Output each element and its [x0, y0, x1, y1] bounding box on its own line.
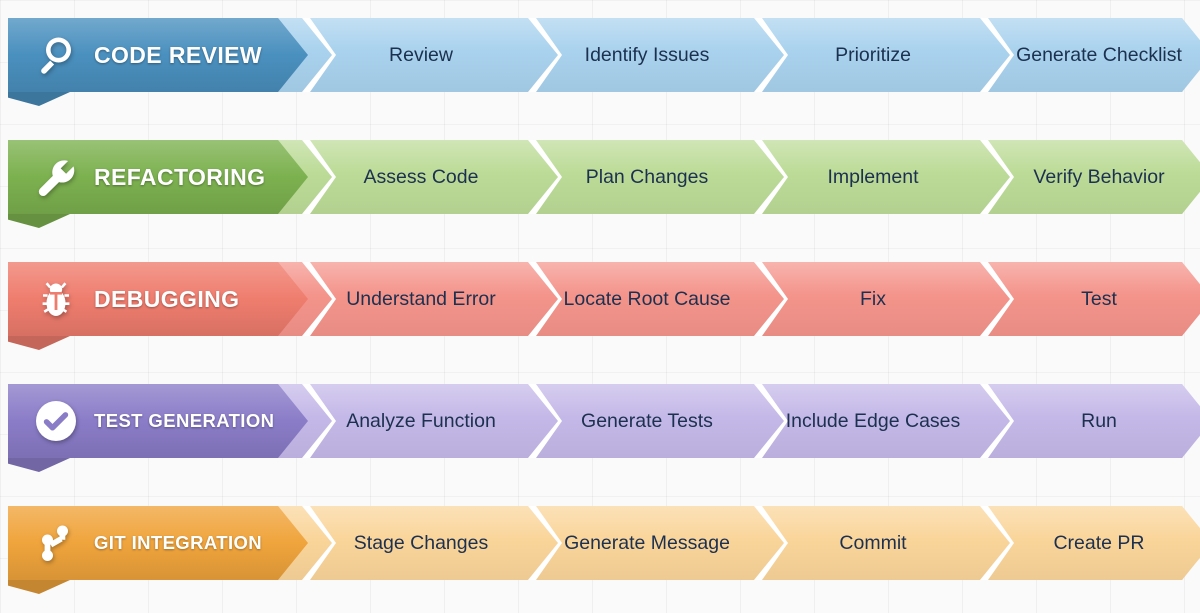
process-step[interactable]: Generate Message [564, 531, 730, 554]
process-step[interactable]: Generate Tests [581, 409, 713, 432]
process-step[interactable]: Understand Error [346, 287, 496, 310]
git-branch-icon [30, 517, 82, 569]
process-row-debugging: DEBUGGING Understand Error Locate Root Cau… [0, 262, 1200, 350]
process-row-test-generation: TEST GENERATION Analyze Function Generate … [0, 384, 1200, 472]
category-label-block[interactable]: GIT INTEGRATION [8, 506, 308, 580]
process-step[interactable]: Implement [827, 165, 919, 188]
process-row-refactoring: REFACTORING Assess Code Plan Changes Implem… [0, 140, 1200, 228]
process-step[interactable]: Fix [860, 287, 886, 310]
process-step[interactable]: Run [1081, 409, 1117, 432]
process-step[interactable]: Assess Code [363, 165, 479, 188]
process-step[interactable]: Verify Behavior [1033, 165, 1165, 188]
process-step[interactable]: Identify Issues [584, 43, 710, 66]
bug-icon [30, 273, 82, 325]
process-step[interactable]: Create PR [1053, 531, 1145, 554]
category-label-text: REFACTORING [94, 163, 266, 190]
ribbon-fold [8, 458, 70, 472]
ribbon-fold [8, 214, 70, 228]
process-row-git-integration: GIT INTEGRATION Stage Changes Generate Mes… [0, 506, 1200, 594]
ribbon-fold [8, 580, 70, 594]
category-label-block[interactable]: REFACTORING [8, 140, 308, 214]
process-step[interactable]: Locate Root Cause [563, 287, 731, 310]
process-step[interactable]: Plan Changes [585, 165, 709, 188]
category-label-block[interactable]: TEST GENERATION [8, 384, 308, 458]
category-label-text: GIT INTEGRATION [94, 532, 263, 553]
wrench-icon [30, 151, 82, 203]
process-step[interactable]: Generate Checklist [1016, 43, 1182, 66]
process-step[interactable]: Test [1081, 287, 1117, 310]
category-label-block[interactable]: DEBUGGING [8, 262, 308, 336]
process-row-code-review: CODE REVIEW Review Identify Issues Prioriti… [0, 18, 1200, 106]
check-circle-icon [30, 395, 82, 447]
ribbon-fold [8, 336, 70, 350]
ribbon-fold [8, 92, 70, 106]
magnifier-icon [30, 29, 82, 81]
process-step[interactable]: Analyze Function [346, 409, 496, 432]
category-label-text: DEBUGGING [94, 285, 240, 312]
process-step[interactable]: Stage Changes [353, 531, 489, 554]
process-step[interactable]: Commit [839, 531, 907, 554]
category-label-text: CODE REVIEW [94, 41, 262, 68]
process-step[interactable]: Review [389, 43, 453, 66]
process-step[interactable]: Include Edge Cases [785, 409, 961, 432]
category-label-block[interactable]: CODE REVIEW [8, 18, 308, 92]
category-label-text: TEST GENERATION [94, 410, 275, 431]
process-step[interactable]: Prioritize [835, 43, 911, 66]
